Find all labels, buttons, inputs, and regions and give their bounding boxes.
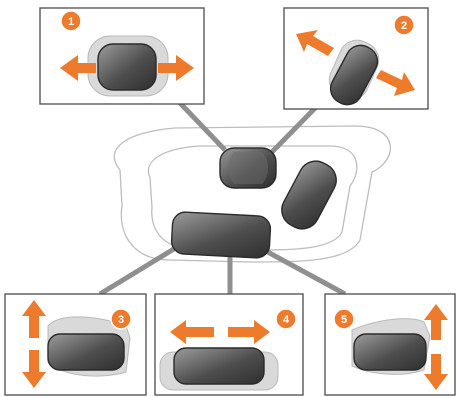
arrow-left-icon bbox=[60, 55, 96, 81]
arrow-right-icon bbox=[228, 320, 270, 344]
arrow-down-icon bbox=[424, 354, 448, 390]
panel-backrest: 2 bbox=[283, 7, 429, 110]
badge-3: 3 bbox=[110, 308, 132, 330]
height-switch[interactable] bbox=[47, 333, 125, 371]
arrow-right-icon bbox=[158, 55, 194, 81]
connector-1 bbox=[178, 101, 227, 152]
panel-tilt: 5 bbox=[324, 293, 456, 396]
fore-aft-switch[interactable] bbox=[173, 347, 265, 385]
connector-3 bbox=[98, 241, 184, 297]
badge-number: 2 bbox=[401, 20, 407, 32]
panel-height: 3 bbox=[4, 293, 147, 396]
arrow-down-icon bbox=[22, 350, 46, 388]
panel-fore-aft: 4 bbox=[154, 293, 304, 396]
badge-number: 3 bbox=[118, 314, 124, 326]
badge-2: 2 bbox=[393, 14, 415, 36]
connector-5 bbox=[262, 247, 347, 297]
badge-number: 4 bbox=[283, 314, 290, 326]
badge-1: 1 bbox=[60, 10, 82, 32]
badge-4: 4 bbox=[275, 308, 297, 330]
badge-5: 5 bbox=[333, 308, 355, 330]
central-cushion-switch[interactable] bbox=[170, 211, 272, 259]
central-lumbar-switch[interactable] bbox=[219, 147, 277, 189]
arrow-up-icon bbox=[22, 300, 46, 338]
control-panel-outline bbox=[113, 125, 392, 263]
backrest-switch[interactable] bbox=[325, 40, 382, 110]
lumbar-switch[interactable] bbox=[97, 43, 157, 91]
badge-number: 5 bbox=[341, 314, 347, 326]
tilt-switch[interactable] bbox=[353, 333, 427, 371]
arrow-left-icon bbox=[170, 320, 214, 344]
badge-number: 1 bbox=[68, 16, 74, 28]
arrow-up-left-icon bbox=[296, 30, 334, 56]
arrow-up-icon bbox=[424, 304, 448, 340]
central-backrest-switch[interactable] bbox=[276, 155, 342, 235]
arrow-down-right-icon bbox=[376, 70, 415, 96]
panel-lumbar: 1 bbox=[39, 7, 205, 105]
